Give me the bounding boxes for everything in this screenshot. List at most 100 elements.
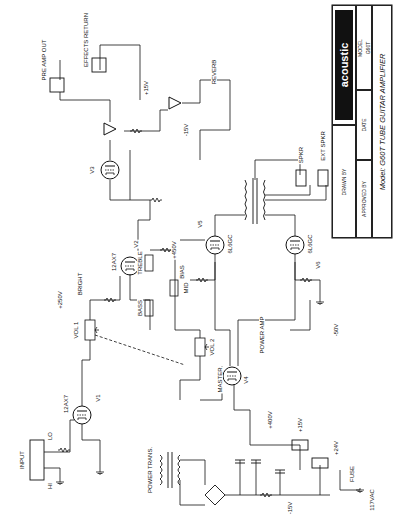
capacitor-symbol (235, 460, 285, 473)
wire (110, 180, 200, 338)
regulator-box (292, 440, 328, 468)
schematic-label: 12AX7 (111, 252, 117, 272)
jack-symbol (30, 440, 44, 480)
wire (215, 215, 295, 366)
schematic-label: TREBLE (137, 250, 143, 275)
schematic-label: EXT SPKR (320, 130, 326, 162)
schematic-label: EFFECTS RETURN (83, 12, 89, 68)
schematic-label: VOL 1 (73, 321, 79, 340)
potentiometer-symbol (170, 280, 178, 296)
potentiometer-symbol (145, 255, 153, 271)
title-block-cell: DRAWN BY (332, 125, 356, 238)
resistor-symbol (58, 448, 70, 452)
resistor-symbol (300, 278, 312, 282)
resistor-symbol (130, 129, 142, 133)
title-block-cell: DATE (356, 90, 372, 160)
regulator-box (312, 458, 328, 468)
schematic-label: +250V (57, 290, 63, 310)
tube-symbol (73, 161, 304, 424)
ground-symbol (316, 300, 324, 305)
potentiometer-symbol (195, 338, 205, 356)
schematic-label: 117VAC (369, 488, 375, 511)
schematic-label: -15V (287, 501, 293, 516)
schematic-label: +450V (171, 240, 177, 260)
schematic-label: +15V (143, 80, 149, 96)
ground-symbol (356, 488, 364, 493)
ground-symbol (96, 470, 104, 475)
schematic-label: BASS (137, 299, 143, 317)
jack-symbol (30, 58, 328, 480)
schematic-label: 6L6GC (307, 233, 313, 254)
bridge-rectifier (205, 485, 225, 505)
jack-symbol (92, 58, 106, 72)
wire (60, 45, 230, 200)
ground-symbol (56, 480, 64, 485)
schematic-label: +400V (267, 410, 273, 430)
schematic-label: POWER AMP (259, 315, 265, 354)
schematic-label: 12AX7 (63, 394, 69, 414)
schematic-label: PRE AMP OUT (41, 39, 47, 82)
schematic-label: INPUT (19, 450, 25, 470)
jack-symbol (296, 170, 306, 186)
schematic-label: REVERB (211, 59, 217, 86)
jack-symbol (50, 78, 64, 92)
potentiometer-symbol (95, 327, 99, 333)
schematic-label: +15V (297, 417, 303, 433)
tube-symbol (223, 367, 241, 385)
resistor-symbol (58, 129, 312, 497)
tube-symbol (206, 236, 224, 254)
transformer-symbol (253, 178, 257, 224)
schematic-label: BIAS (179, 264, 185, 280)
potentiometer-symbol (145, 300, 153, 316)
ground-symbol (56, 300, 364, 493)
schematic-label: VOL 2 (209, 338, 215, 357)
schematic-label: +24V (333, 440, 339, 456)
schematic-label: V1 (95, 393, 101, 402)
title-block-cell: Model: G60T TUBE GUITAR AMPLIFIER (372, 5, 392, 238)
schematic-label: V5 (197, 219, 203, 228)
bridge-rectifier (205, 485, 225, 505)
title-block-text: DATE (362, 94, 367, 156)
title-block-cell: MODELG60T (356, 5, 372, 90)
schematic-label: V2 (133, 239, 139, 248)
schematic-label: BRIGHT (77, 272, 83, 297)
title-block-text: MODEL (358, 9, 363, 86)
schematic-label: LO (47, 431, 53, 441)
title-block-frame (332, 5, 392, 238)
potentiometer-symbol (85, 255, 209, 356)
schematic-label: V4 (243, 375, 249, 384)
model-title: Model: G60T TUBE GUITAR AMPLIFIER (379, 9, 387, 234)
schematic-label: -50V (333, 323, 339, 338)
capacitor-symbol (235, 460, 285, 473)
regulator-box (292, 440, 308, 450)
title-block-text: G60T (366, 9, 371, 86)
wire (180, 160, 326, 300)
wire (200, 300, 310, 445)
resistor-symbol (150, 198, 162, 202)
jack-symbol (318, 170, 328, 186)
schematic-label: SPKR (298, 146, 304, 164)
resistor-symbol (260, 493, 272, 497)
logo-cell: acoustic (332, 5, 356, 125)
transformer-symbol (160, 178, 265, 488)
schematic-label: POWER TRANS. (147, 446, 153, 494)
transformer-symbol (245, 180, 247, 220)
title-block-cell: APPROVED BY (356, 160, 372, 238)
schematic-label: HI (47, 482, 53, 490)
transformer-symbol (168, 452, 172, 488)
opamp-symbol (104, 123, 116, 135)
schematic-label: V3 (89, 165, 95, 174)
opamp-symbol (169, 97, 181, 109)
dashed-gang-link (95, 335, 185, 365)
potentiometer-symbol (85, 320, 95, 340)
title-block-text: DRAWN BY (342, 129, 347, 234)
wire (44, 45, 360, 505)
title-block-text: APPROVED BY (362, 164, 367, 234)
tube-symbol (101, 161, 119, 179)
schematic-label: MID (183, 282, 189, 295)
schematic-label: 6L6GC (227, 233, 233, 254)
tube-symbol (73, 406, 91, 424)
tube-symbol (286, 236, 304, 254)
title-block-frame (332, 5, 392, 238)
